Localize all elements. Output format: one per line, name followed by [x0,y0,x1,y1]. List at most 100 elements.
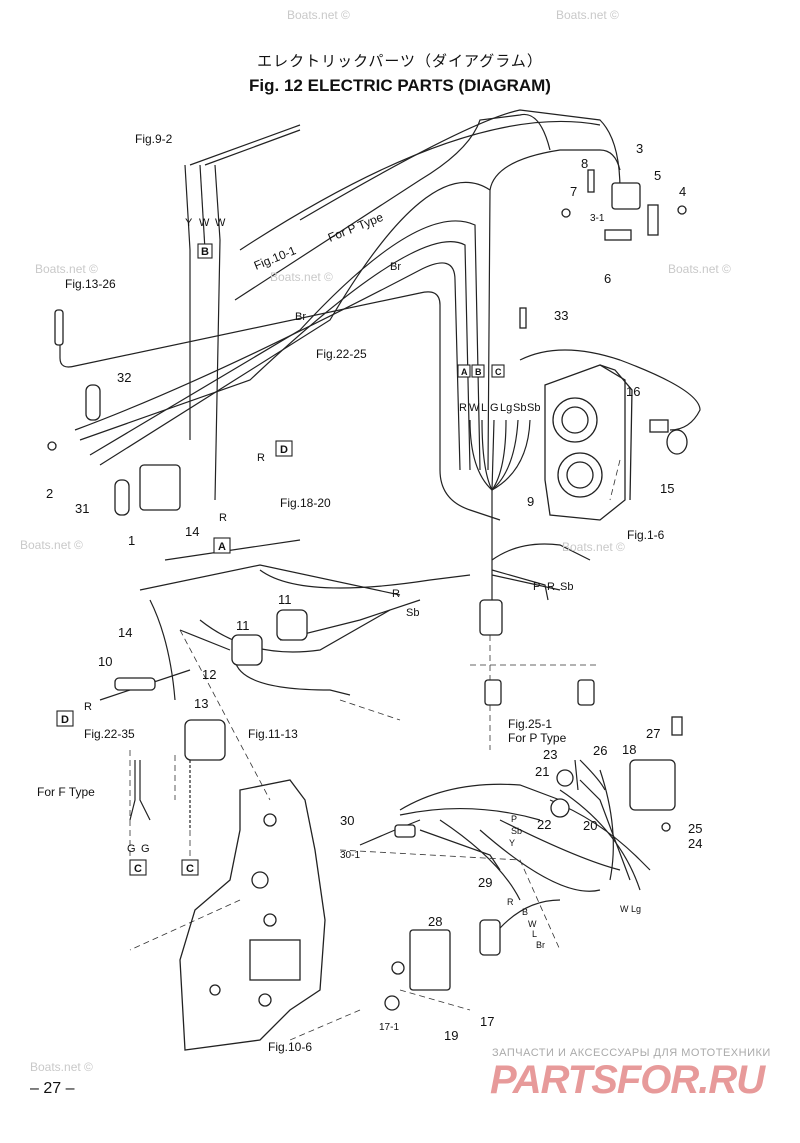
part-number-5: 5 [654,168,661,183]
part-number-14a: 14 [185,524,199,539]
wire-code-w1: W [199,217,210,229]
part-number-23: 23 [543,747,557,762]
part-25-washer [661,822,671,832]
part-number-28: 28 [428,914,442,929]
watermark: Boats.net © [35,262,98,276]
ref-for-f-type: For F Type [37,785,95,799]
connector-c-right: C [186,863,194,875]
watermark: Boats.net © [270,270,333,284]
part-number-26: 26 [593,743,607,758]
part-number-29: 29 [478,875,492,890]
connector-fig25-1-b [577,679,595,706]
part-15-sensor [666,429,688,455]
part-number-25: 25 [688,821,702,836]
part-22-washer [550,798,570,818]
ref-fig10-1: Fig.10-1 [252,243,298,273]
harness-conn-a: A [461,367,468,377]
wire-code-b: B [522,907,528,917]
page-title-japanese: エレクトリックパーツ（ダイアグラム） [257,52,543,70]
ref-fig9-2: Fig.9-2 [135,132,173,146]
part-3-relay [611,182,641,210]
watermark: Boats.net © [287,8,350,22]
wire-code-w3: W [528,919,537,929]
connector-a: A [218,541,226,553]
ref-fig22-25: Fig.22-25 [316,347,367,361]
ref-for-p-type: For P Type [326,210,386,245]
wire-code-sb2: Sb [527,402,540,414]
harness-conn-c: C [495,367,502,377]
ref-fig11-13: Fig.11-13 [248,727,298,741]
connector-c-left: C [134,863,142,875]
wiring-lines [59,109,701,941]
page-title: Fig. 12 ELECTRIC PARTS (DIAGRAM) [249,76,551,95]
page-number: – 27 – [30,1080,75,1097]
part-31-strap [114,479,130,516]
part-number-21: 21 [535,764,549,779]
part-number-19: 19 [444,1028,458,1043]
part-number-6: 6 [604,271,611,286]
wire-code-sb3: Sb [511,826,522,836]
part-number-16: 16 [626,384,640,399]
wire-code-p: P [533,581,540,593]
ref-fig18-20: Fig.18-20 [280,496,331,510]
wire-code-p2: P [511,814,517,824]
part-18-regulator [629,759,676,811]
wire-code-g1: G [127,843,136,855]
wire-code-sb-mid: Sb [560,581,573,593]
watermark: Boats.net © [20,538,83,552]
part-4-washer [677,205,687,215]
wire-code-r: R [459,402,467,414]
connector-d-top: D [280,444,288,456]
wire-code-br2: Br [295,311,306,323]
wire-code-y2: Y [509,838,515,848]
part-28-plate [409,929,451,991]
part-number-13: 13 [194,696,208,711]
part-number-9: 9 [527,494,534,509]
connector-boxes [56,243,505,876]
part-17-1-bolt [384,995,400,1011]
figure-references: Fig.9-2 Fig.13-26 Fig.10-1 For P Type Fi… [37,132,665,1054]
part-number-24: 24 [688,836,702,851]
wire-code-r-a: R [219,512,227,524]
ref-fig25-1-sub: For P Type [508,731,567,745]
harness-conn-b: B [475,367,482,377]
wire-code-sb-mid2: Sb [406,607,419,619]
part-8-pin [587,169,595,193]
part-numbers: 1 2 3 3-1 4 5 6 7 8 9 10 11 11 12 13 14 … [46,141,702,1043]
harness-9-connector [479,599,503,636]
part-number-18: 18 [622,742,636,757]
part-number-3-1: 3-1 [590,213,605,224]
part-number-17-1: 17-1 [379,1022,399,1033]
part-32-strap [85,384,101,421]
connector-d-left: D [61,714,69,726]
ref-fig25-1: Fig.25-1 [508,717,552,731]
components [47,169,688,1011]
part-number-27: 27 [646,726,660,741]
part-30-1-clip [394,824,416,838]
part-16-clip [649,419,669,433]
connector-b: B [201,246,209,258]
wire-code-w-lg: W Lg [620,904,641,914]
watermark: Boats.net © [556,8,619,22]
part-number-14b: 14 [118,625,132,640]
wire-code-r3: R [507,897,514,907]
wire-codes: Y W W R W L G Lg Sb Sb P R Sb G G R R R … [84,217,641,950]
part-number-3: 3 [636,141,643,156]
wire-code-r-d: R [257,452,265,464]
wire-code-g2: G [141,843,150,855]
part-number-1: 1 [128,533,135,548]
part-1-unit [139,464,181,511]
part-number-30: 30 [340,813,354,828]
bracket-plate-fig10-6 [179,779,326,1051]
connector-fig25-1-a [484,679,502,706]
part-10-sensor [114,677,156,691]
part-2-bolt [47,441,57,451]
part-number-15: 15 [660,481,674,496]
connector-letters: B A D D C C A B C [61,246,502,875]
wire-code-br1: Br [390,261,401,273]
wire-code-g: G [490,402,499,414]
wire-code-lg: Lg [500,402,512,414]
part-number-20: 20 [583,818,597,833]
watermark: Boats.net © [30,1060,93,1074]
